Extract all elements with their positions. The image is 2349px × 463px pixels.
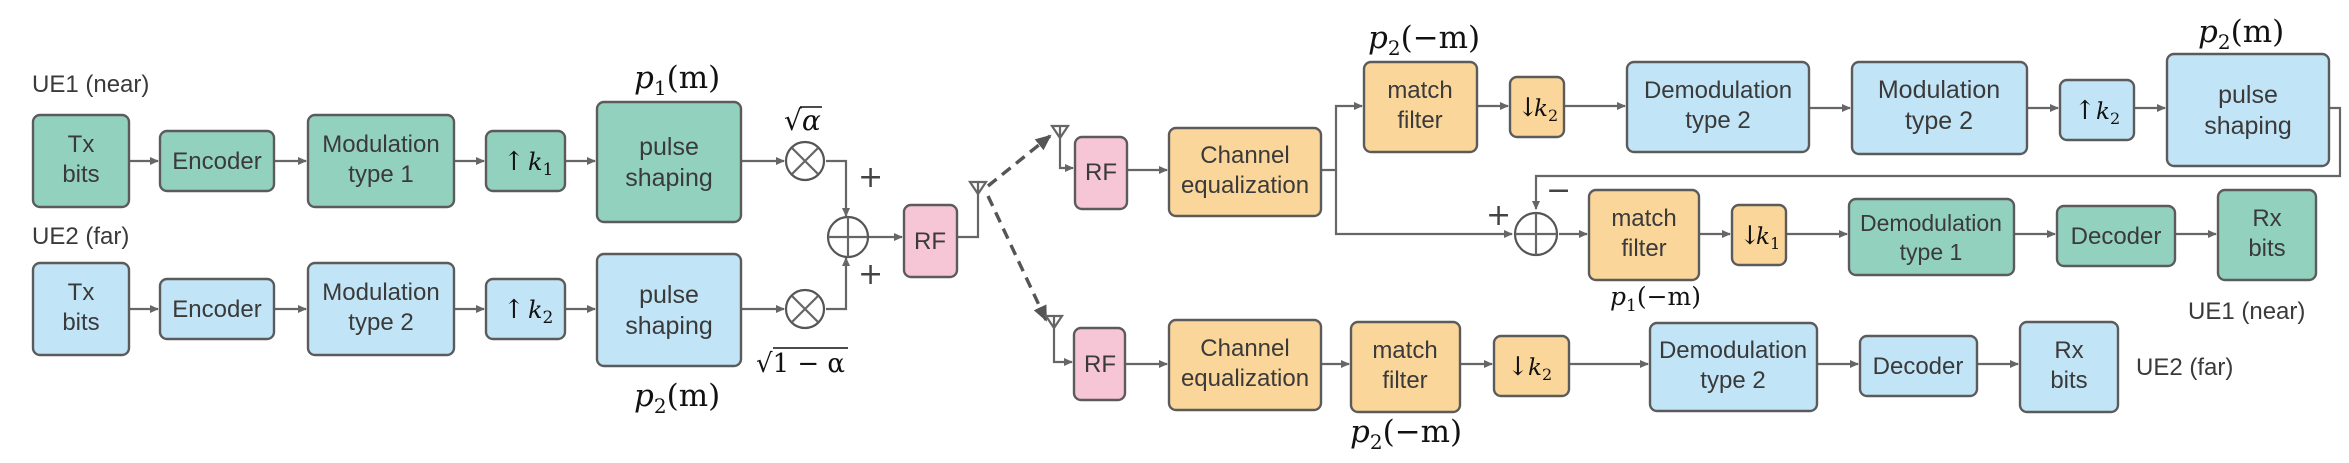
ue1-encoder-block: Encoder (158, 129, 276, 193)
gain-upper-label: √α (784, 104, 821, 137)
ue1-downsampler-1-block: ↓ k1 (1730, 203, 1788, 267)
sic-adder-icon (1513, 211, 1559, 257)
tx1-filter-label: p1(m) (634, 60, 720, 100)
ue1-upsampler-block: ↑ k1 (484, 129, 567, 193)
svg-text:RF: RF (1085, 159, 1117, 186)
svg-text:↑: ↑ (503, 295, 525, 325)
ue1-power-multiplier-icon (784, 140, 826, 182)
connectors (130, 102, 2342, 368)
svg-text:Encoder: Encoder (172, 148, 261, 175)
svg-text:k2: k2 (1528, 355, 1552, 384)
ue1-tx-label: UE1 (near) (32, 71, 149, 98)
sic-plus-sign: + (1486, 198, 1511, 233)
rx1-mf2-filter-label: p2(−m) (1368, 20, 1480, 60)
svg-text:↓: ↓ (1507, 352, 1529, 382)
svg-text:k1: k1 (528, 148, 553, 180)
ue2-power-multiplier-icon (784, 288, 826, 330)
ue2-upsampler-block: ↑ k2 (484, 277, 567, 341)
rx2-antenna-icon (1043, 314, 1065, 330)
gain-lower-label: √1 − α (756, 349, 845, 379)
rx1-pulse2-filter-label: p2(m) (2198, 14, 2284, 54)
svg-text:k1: k1 (1756, 224, 1780, 253)
ue1-rx-label: UE1 (near) (2188, 298, 2305, 325)
svg-text:k2: k2 (2096, 99, 2120, 128)
tx-plus-bottom: + (858, 257, 883, 292)
ue1-upsampler-2-block: ↑ k2 (2058, 78, 2136, 142)
ue2-rx-rf-block: RF (1072, 326, 1127, 402)
svg-text:k2: k2 (528, 296, 553, 328)
tx-antenna-icon (967, 180, 989, 196)
ue2-tx-label: UE2 (far) (32, 223, 129, 250)
rx1-mf1-filter-label: p1(−m) (1610, 282, 1701, 316)
ue2-decoder-block: Decoder (1858, 334, 1979, 398)
svg-text:Encoder: Encoder (172, 296, 261, 323)
ue1-rx-rf-block: RF (1073, 135, 1129, 211)
ue2-downsampler-block: ↓ k2 (1492, 334, 1571, 398)
svg-text:↓: ↓ (1739, 221, 1761, 251)
tx-rf-block: RF (902, 203, 959, 279)
svg-text:Decoder: Decoder (1873, 353, 1964, 380)
svg-text:↓: ↓ (1517, 93, 1539, 123)
sic-minus-sign: − (1546, 173, 1571, 208)
rx1-antenna-icon (1049, 124, 1071, 140)
tx2-filter-label: p2(m) (634, 378, 720, 418)
svg-text:RF: RF (914, 228, 946, 255)
ue2-rx-label: UE2 (far) (2136, 354, 2233, 381)
ue1-decoder-block: Decoder (2055, 204, 2177, 268)
ue2-encoder-block: Encoder (158, 277, 276, 341)
svg-text:↑: ↑ (503, 147, 525, 177)
svg-text:↑: ↑ (2074, 96, 2096, 126)
tx-adder-icon (826, 215, 870, 259)
tx-plus-top: + (858, 160, 883, 195)
svg-text:k2: k2 (1534, 96, 1558, 125)
svg-text:Decoder: Decoder (2071, 223, 2162, 250)
svg-text:RF: RF (1084, 351, 1116, 378)
ue1-downsampler-2-block: ↓ k2 (1508, 75, 1566, 139)
rx2-mf-filter-label: p2(−m) (1350, 414, 1462, 454)
